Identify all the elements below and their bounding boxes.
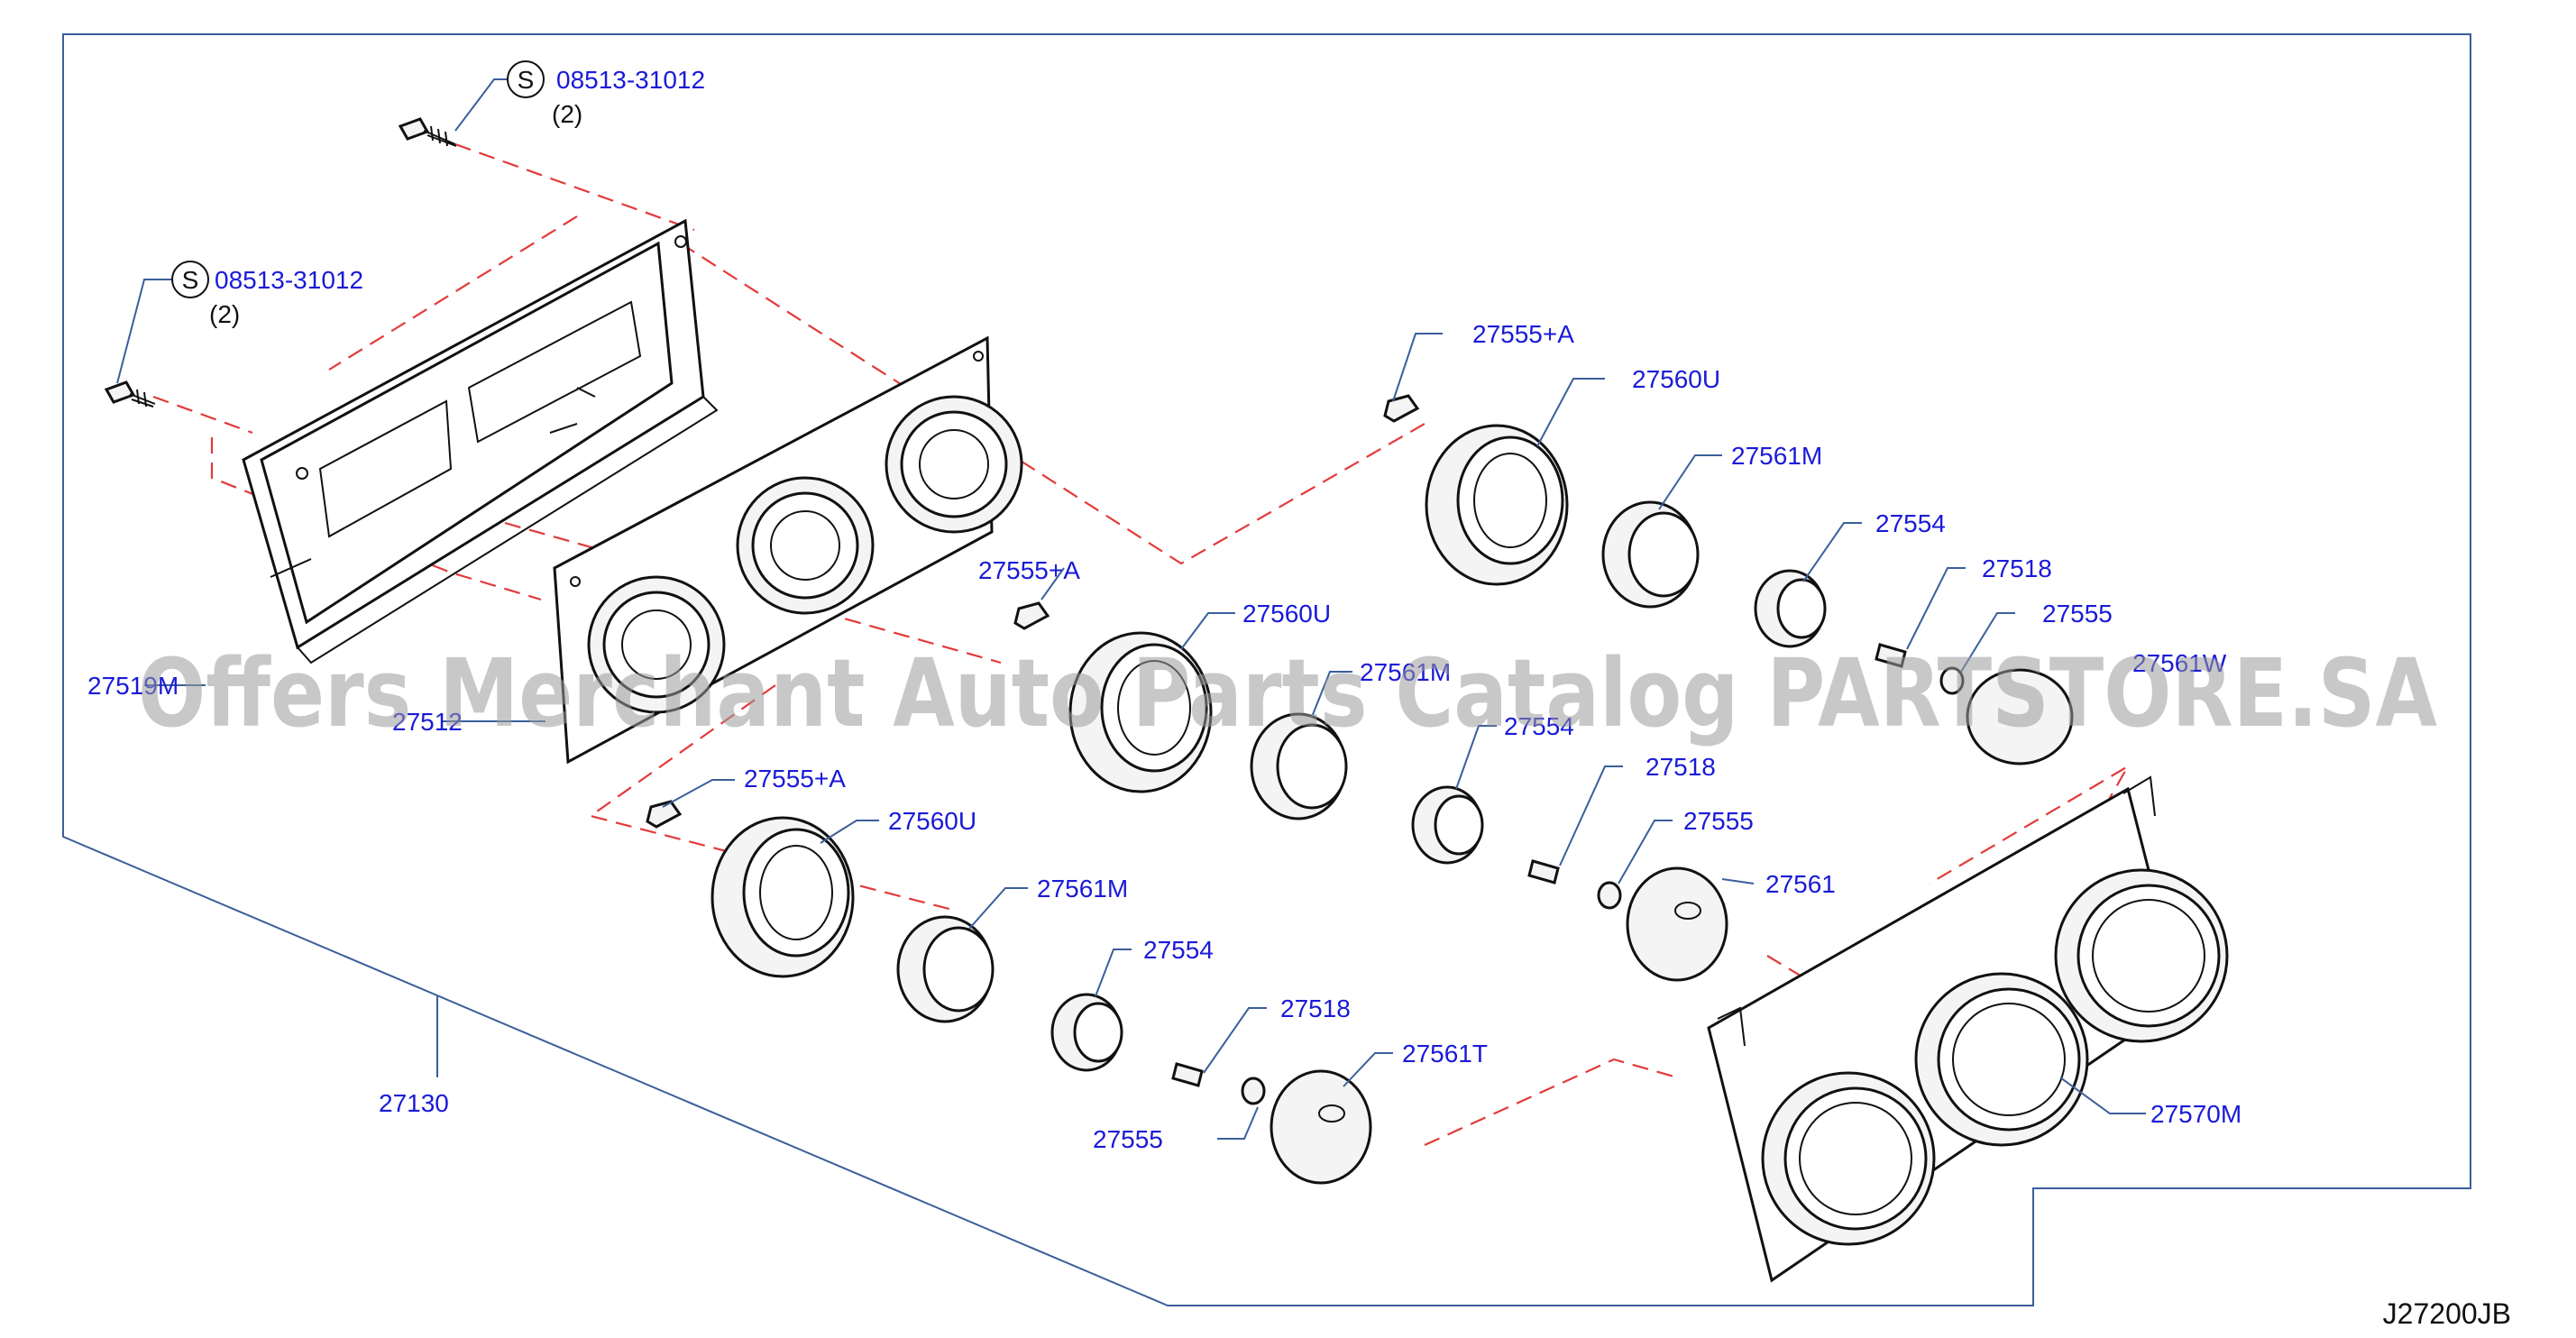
callout-27561M-middle: 27561M: [1360, 658, 1451, 686]
callout-27560U-top: 27560U: [1632, 365, 1720, 393]
callout-27554-middle: 27554: [1504, 712, 1574, 740]
screw-part-number: 08513-31012: [556, 66, 705, 94]
knob-set-bottom: [646, 800, 1372, 1185]
standard-part-symbol-icon: [171, 261, 209, 298]
callout-27560U-middle: 27560U: [1242, 600, 1331, 628]
front-bezel: [1707, 775, 2229, 1283]
diagram-code: J27200JB: [2383, 1297, 2511, 1330]
callout-27519M: 27519M: [87, 672, 179, 700]
callout-27554-bottom: 27554: [1143, 936, 1214, 964]
callout-27512: 27512: [392, 708, 463, 736]
screw-quantity: (2): [209, 300, 240, 328]
callout-27555-bottom: 27555: [1093, 1125, 1163, 1153]
callout-27518-middle: 27518: [1646, 753, 1716, 781]
callout-27130: 27130: [379, 1089, 449, 1117]
callout-27555-middle: 27555: [1683, 807, 1754, 835]
screw-lower: [104, 380, 156, 408]
callout-27518-top: 27518: [1982, 554, 2052, 582]
callout-27554-top: 27554: [1875, 509, 1946, 537]
leader-lines: [116, 78, 2146, 1140]
callout-27561M-top: 27561M: [1731, 442, 1822, 470]
callout-27570M: 27570M: [2150, 1100, 2241, 1128]
callout-27555A-middle: 27555+A: [978, 556, 1080, 584]
callout-27561: 27561: [1765, 870, 1836, 898]
screw-symbol: S: [182, 266, 199, 294]
assembly-frame: [62, 33, 2471, 1306]
knob-set-middle: [1013, 601, 1728, 982]
watermark: Offers Merchant Auto Parts Catalog PARTS…: [138, 638, 2437, 748]
callout-27555A-bottom: 27555+A: [744, 765, 846, 793]
callout-27561T: 27561T: [1402, 1040, 1488, 1068]
callout-27518-bottom: 27518: [1280, 994, 1351, 1022]
rear-case: [242, 218, 719, 664]
callout-27555A-top: 27555+A: [1472, 320, 1574, 348]
screw-callout-upper: S 08513-31012 (2): [507, 60, 705, 128]
callout-27561W: 27561W: [2132, 649, 2227, 677]
screw-quantity: (2): [552, 100, 582, 128]
callout-27561M-bottom: 27561M: [1037, 875, 1128, 903]
screw-upper: [398, 117, 457, 147]
screw-part-number: 08513-31012: [215, 266, 363, 294]
screw-symbol: S: [518, 66, 535, 94]
callout-27555-top: 27555: [2042, 600, 2113, 628]
knob-set-top: [1383, 394, 2074, 765]
screw-callout-lower: S 08513-31012 (2): [171, 261, 363, 328]
callout-27560U-bottom: 27560U: [888, 807, 976, 835]
standard-part-symbol-icon: [507, 60, 545, 98]
control-panel: [553, 335, 1023, 765]
